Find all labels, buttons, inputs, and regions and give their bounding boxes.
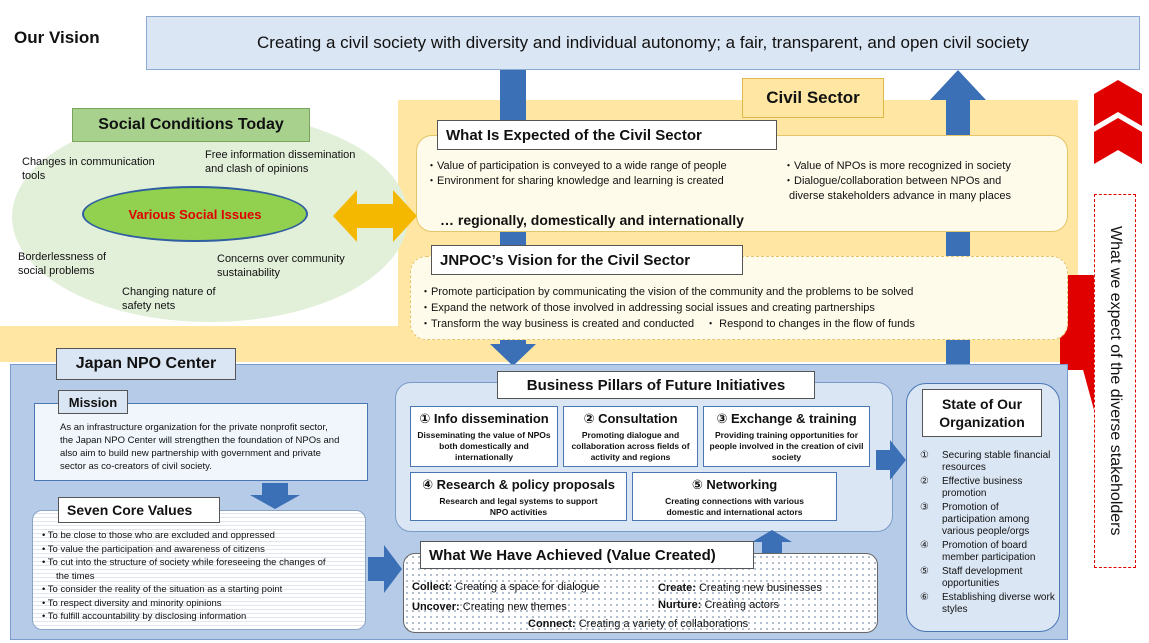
- core-values-title: Seven Core Values: [58, 497, 220, 523]
- expected-tagline: … regionally, domestically and internati…: [440, 212, 744, 228]
- pillar-consultation: ② Consultation Promoting dialogue and co…: [563, 406, 698, 467]
- up-arrow-icon: [752, 530, 792, 554]
- list-item: ・Dialogue/collaboration between NPOs and: [783, 175, 1002, 187]
- list-item: • To be close to those who are excluded …: [42, 530, 275, 541]
- list-item: ・Promote participation by communicating …: [420, 286, 914, 298]
- achieved-create: Create: Creating new businesses: [658, 582, 822, 594]
- pillars-title: Business Pillars of Future Initiatives: [497, 371, 815, 399]
- list-item: • To fulfill accountability by disclosin…: [42, 611, 247, 622]
- pillar-research-policy: ④ Research & policy proposals Research a…: [410, 472, 627, 521]
- vision-label: Our Vision: [14, 28, 100, 47]
- list-item: ・Transform the way business is created a…: [420, 318, 915, 330]
- social-conditions-title: Social Conditions Today: [72, 108, 310, 142]
- core-values-box: [32, 510, 366, 630]
- npo-center-title: Japan NPO Center: [56, 348, 236, 380]
- right-arrow-icon: [368, 545, 402, 593]
- pillar-networking: ⑤ Networking Creating connections with v…: [632, 472, 837, 521]
- yellow-double-arrow-icon: [333, 190, 417, 242]
- list-item: • To respect diversity and minority opin…: [42, 597, 222, 609]
- pillar-info-dissemination: ① Info dissemination Disseminating the v…: [410, 406, 558, 467]
- jnpoc-vision-list: ・Promote participation by communicating …: [420, 284, 1060, 332]
- achieved-nurture: Nurture: Creating actors: [658, 599, 780, 611]
- various-social-issues: Various Social Issues: [82, 186, 308, 242]
- expected-right-list: ・Value of NPOs is more recognized in soc…: [783, 159, 1063, 204]
- core-values-list: • To be close to those who are excluded …: [42, 529, 362, 624]
- mission-box: [34, 403, 368, 481]
- list-item: ・Environment for sharing knowledge and l…: [426, 175, 724, 187]
- expected-left-list: ・Value of participation is conveyed to a…: [426, 159, 786, 189]
- expected-title: What Is Expected of the Civil Sector: [437, 120, 777, 150]
- mission-title: Mission: [58, 390, 128, 414]
- condition-communication: Changes in communication tools: [22, 156, 155, 182]
- red-left-arrow-icon: [1060, 275, 1094, 410]
- condition-borderless: Borderlessness of social problems: [18, 251, 107, 277]
- jnpoc-vision-title: JNPOC’s Vision for the Civil Sector: [431, 245, 743, 275]
- list-item: diverse stakeholders advance in many pla…: [789, 190, 1011, 202]
- red-up-chevron-icon: [1094, 80, 1142, 126]
- condition-information: Free information dissemination and clash…: [205, 149, 356, 175]
- condition-community: Concerns over community sustainability: [217, 253, 345, 279]
- stakeholders-box: [1094, 194, 1136, 568]
- pillar-exchange-training: ③ Exchange & training Providing training…: [703, 406, 870, 467]
- list-item: ・Expand the network of those involved in…: [420, 302, 875, 314]
- achieved-collect: Collect: Creating a space for dialogue: [412, 581, 600, 593]
- list-item: ・Value of NPOs is more recognized in soc…: [783, 160, 1011, 172]
- list-item: • To cut into the structure of society w…: [42, 557, 326, 568]
- achieved-title: What We Have Achieved (Value Created): [420, 541, 754, 569]
- achieved-connect: Connect: Creating a variety of collabora…: [528, 618, 749, 630]
- civil-sector-title: Civil Sector: [742, 78, 884, 118]
- vision-statement: Creating a civil society with diversity …: [146, 16, 1140, 70]
- list-item: • To value the participation and awarene…: [42, 543, 265, 555]
- down-arrow-icon: [250, 483, 300, 509]
- list-item: ・Value of participation is conveyed to a…: [426, 160, 727, 172]
- right-arrow-icon: [876, 440, 906, 480]
- achieved-uncover: Uncover: Creating new themes: [412, 601, 567, 613]
- mission-text: As an infrastructure organization for th…: [60, 422, 340, 472]
- red-up-chevron-icon: [1094, 118, 1142, 164]
- state-title: State of Our Organization: [922, 389, 1042, 437]
- list-item: the times: [56, 570, 95, 582]
- stakeholders-text: What we expect of the diverse stakeholde…: [1107, 226, 1124, 536]
- condition-safety: Changing nature of safety nets: [122, 286, 216, 312]
- list-item: • To consider the reality of the situati…: [42, 584, 283, 595]
